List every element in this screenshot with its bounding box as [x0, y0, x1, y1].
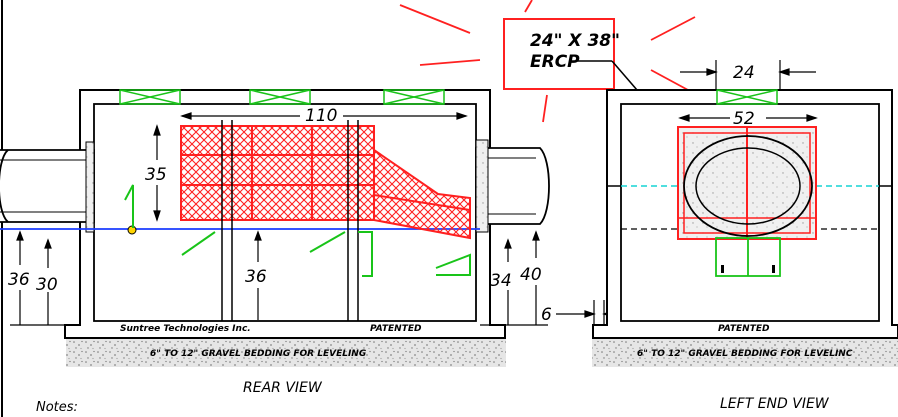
notes-heading: Notes: — [36, 400, 78, 415]
end-sediment-box — [715, 237, 781, 277]
dim-width: 110 — [305, 106, 337, 126]
filter-basket — [180, 125, 471, 240]
patented-label: PATENTED — [370, 324, 422, 334]
rear-view: Suntree Technologies Inc. PATENTED 6" TO… — [0, 89, 630, 396]
dim-top: 24 — [733, 63, 755, 83]
end-patented-label: PATENTED — [718, 324, 770, 334]
callout-box — [503, 18, 615, 90]
left-end-view: 24 52 PATENTED 6" TO 12" GRAVEL BEDDING … — [592, 60, 898, 412]
deflector-plates — [124, 184, 471, 277]
callout-line-2: ERCP — [530, 52, 580, 72]
rear-view-title: REAR VIEW — [243, 380, 323, 396]
dim-mid: 36 — [245, 267, 267, 287]
pipe-ercp-outer — [683, 135, 813, 237]
callout-ercp: 24" X 38" ERCP — [399, 0, 701, 164]
end-lid-hatch — [716, 89, 778, 105]
callout-line-1: 24" X 38" — [530, 31, 620, 51]
dim-right-inner: 34 — [490, 271, 512, 291]
dim-right-outer: 40 — [520, 265, 542, 285]
dim-end-width: 52 — [733, 109, 755, 129]
dim-wall: 6 — [541, 305, 552, 325]
end-view-title: LEFT END VIEW — [720, 396, 830, 412]
company-label: Suntree Technologies Inc. — [120, 324, 251, 334]
inlet-pipe — [0, 141, 95, 233]
end-gravel-bedding — [592, 334, 898, 367]
end-filter-basket — [677, 126, 817, 240]
end-bedding-label: 6" TO 12" GRAVEL BEDDING FOR LEVELINC — [637, 349, 853, 359]
lid-hatches — [119, 89, 445, 105]
dim-left-outer: 36 — [8, 270, 30, 290]
dim-left-inner: 30 — [36, 275, 58, 295]
support-posts — [221, 120, 359, 321]
bedding-label: 6" TO 12" GRAVEL BEDDING FOR LEVELING — [150, 349, 366, 359]
gravel-bedding — [66, 334, 506, 367]
outlet-pipe — [475, 139, 550, 233]
dim-basket-height: 35 — [145, 165, 167, 185]
pipe-ercp-inner — [695, 147, 801, 225]
